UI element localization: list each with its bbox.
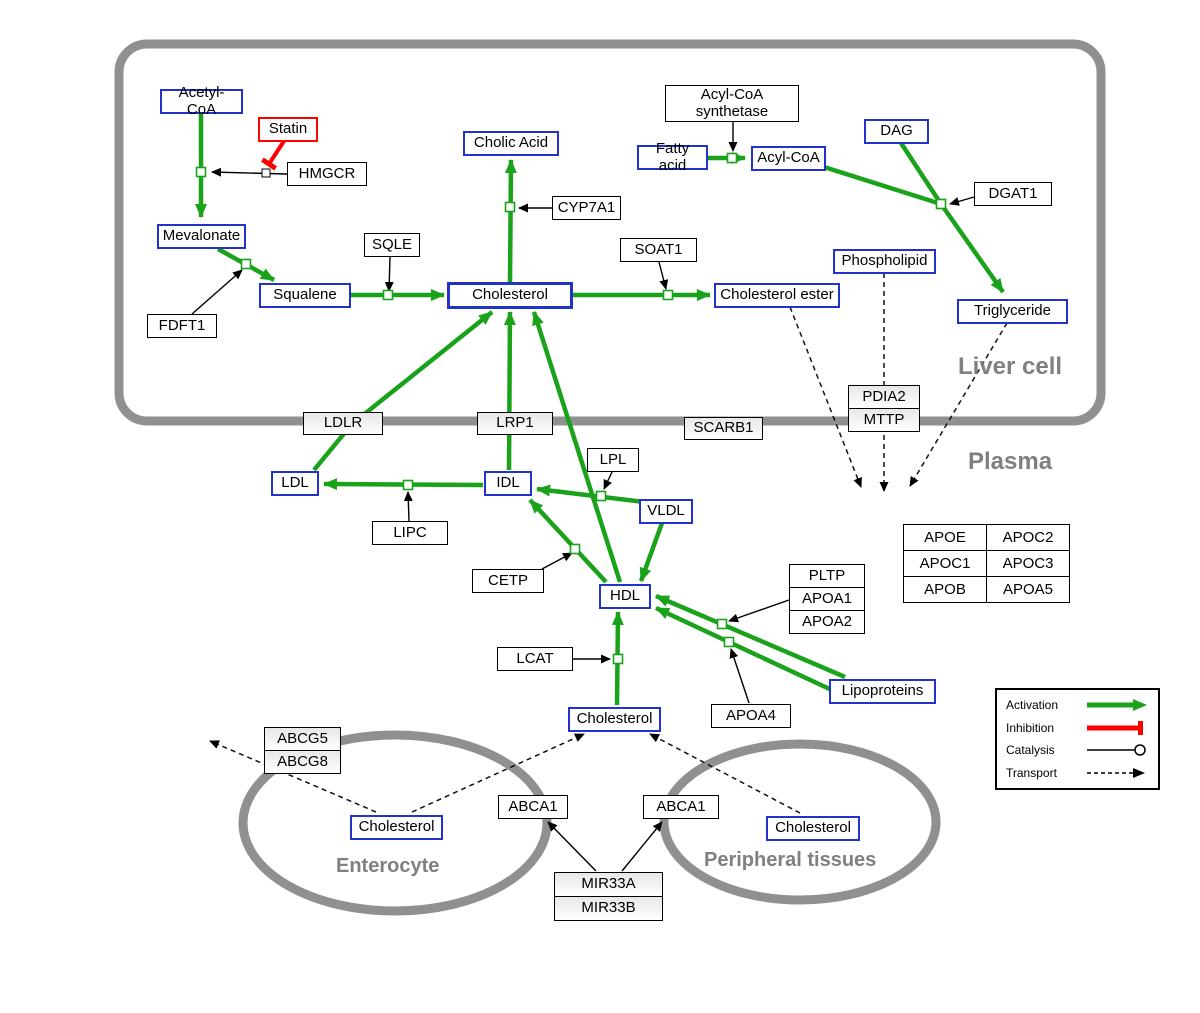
legend-activation-label: Activation	[1006, 698, 1059, 713]
peripheral-tissues-label: Peripheral tissues	[704, 849, 877, 871]
gene-cetp[interactable]: CETP	[472, 569, 544, 593]
metabolite-cholesterol-peripheral[interactable]: Cholesterol	[766, 816, 860, 841]
metabolite-squalene[interactable]: Squalene	[259, 283, 351, 308]
metabolite-cholesterol-enterocyte[interactable]: Cholesterol	[350, 815, 443, 840]
metabolite-dag[interactable]: DAG	[864, 119, 929, 144]
gene-abcg5[interactable]: ABCG5	[264, 727, 341, 751]
transport-edges	[209, 273, 1008, 814]
legend-inhibition-label: Inhibition	[1006, 720, 1055, 735]
metabolite-hdl[interactable]: HDL	[599, 584, 651, 609]
metabolite-cholesterol-ester[interactable]: Cholesterol ester	[714, 283, 840, 308]
legend-row-activation: Activation	[1006, 697, 1149, 713]
metabolite-lipoproteins[interactable]: Lipoproteins	[829, 679, 936, 704]
gene-lpl[interactable]: LPL	[587, 448, 639, 472]
enterocyte-label: Enterocyte	[336, 855, 440, 877]
gene-apoc1[interactable]: APOC1	[904, 551, 987, 577]
metabolite-ldl[interactable]: LDL	[271, 471, 319, 496]
apolipoprotein-table: APOE APOC2 APOC1 APOC3 APOB APOA5	[903, 524, 1070, 603]
inhibition-anchor	[261, 168, 271, 178]
gene-mir33b[interactable]: MIR33B	[554, 896, 663, 921]
gene-ldlr[interactable]: LDLR	[303, 412, 383, 435]
metabolite-idl[interactable]: IDL	[484, 471, 532, 496]
metabolite-cholesterol-liver[interactable]: Cholesterol	[447, 282, 573, 309]
legend-transport-label: Transport	[1006, 765, 1057, 780]
gene-lrp1[interactable]: LRP1	[477, 412, 553, 435]
gene-mttp[interactable]: MTTP	[848, 408, 920, 432]
plasma-label: Plasma	[968, 448, 1053, 475]
gene-soat1[interactable]: SOAT1	[620, 238, 697, 262]
gene-pltp[interactable]: PLTP	[789, 564, 865, 588]
gene-lcat[interactable]: LCAT	[497, 647, 573, 671]
metabolite-acetyl-coa[interactable]: Acetyl-CoA	[160, 85, 243, 117]
activation-arrow-icon	[1087, 699, 1147, 712]
catalysis-edges	[191, 121, 975, 872]
gene-sqle[interactable]: SQLE	[364, 233, 420, 257]
drug-statin[interactable]: Statin	[258, 117, 318, 142]
metabolite-vldl[interactable]: VLDL	[639, 499, 693, 524]
gene-abca1-enterocyte[interactable]: ABCA1	[498, 795, 568, 819]
gene-apoc3[interactable]: APOC3	[987, 551, 1070, 577]
metabolite-cholic-acid[interactable]: Cholic Acid	[463, 131, 559, 156]
metabolite-acyl-coa[interactable]: Acyl-CoA	[751, 146, 826, 171]
gene-cyp7a1[interactable]: CYP7A1	[552, 196, 621, 220]
gene-apoe[interactable]: APOE	[904, 525, 987, 551]
gene-acyl-coa-synthetase[interactable]: Acyl-CoA synthetase	[665, 85, 799, 122]
gene-abca1-peripheral[interactable]: ABCA1	[643, 795, 719, 819]
gene-lipc[interactable]: LIPC	[372, 521, 448, 545]
gene-apob[interactable]: APOB	[904, 577, 987, 603]
gene-apoa2[interactable]: APOA2	[789, 610, 865, 634]
metabolite-mevalonate[interactable]: Mevalonate	[157, 224, 246, 249]
legend-row-catalysis: Catalysis	[1006, 742, 1149, 758]
gene-apoa5[interactable]: APOA5	[987, 577, 1070, 603]
metabolite-phospholipid[interactable]: Phospholipid	[833, 249, 936, 274]
metabolite-cholesterol-plasma[interactable]: Cholesterol	[568, 707, 661, 732]
gene-abcg8[interactable]: ABCG8	[264, 750, 341, 774]
gene-hmgcr[interactable]: HMGCR	[287, 162, 367, 186]
gene-dgat1[interactable]: DGAT1	[974, 182, 1052, 206]
liver-cell-membrane	[114, 39, 1106, 426]
inhibition-tbar-icon	[1087, 720, 1143, 735]
gene-apoa4[interactable]: APOA4	[711, 704, 791, 728]
gene-fdft1[interactable]: FDFT1	[147, 314, 217, 338]
gene-pdia2[interactable]: PDIA2	[848, 385, 920, 409]
metabolite-fatty-acid[interactable]: Fatty acid	[637, 141, 708, 173]
metabolite-triglyceride[interactable]: Triglyceride	[957, 299, 1068, 324]
transport-dashed-arrow-icon	[1087, 767, 1145, 778]
gene-apoc2[interactable]: APOC2	[987, 525, 1070, 551]
gene-scarb1[interactable]: SCARB1	[684, 417, 763, 440]
catalysis-circle-icon	[1087, 744, 1146, 756]
legend: Activation Inhibition Catalysis Transpor…	[995, 688, 1160, 790]
legend-row-inhibition: Inhibition	[1006, 720, 1149, 736]
reaction-anchors	[195, 152, 947, 665]
liver-cell-label: Liver cell	[958, 353, 1063, 380]
gene-apoa1[interactable]: APOA1	[789, 587, 865, 611]
legend-row-transport: Transport	[1006, 765, 1149, 781]
legend-catalysis-label: Catalysis	[1006, 743, 1055, 758]
inhibition-edges	[260, 139, 286, 178]
gene-mir33a[interactable]: MIR33A	[554, 872, 663, 897]
